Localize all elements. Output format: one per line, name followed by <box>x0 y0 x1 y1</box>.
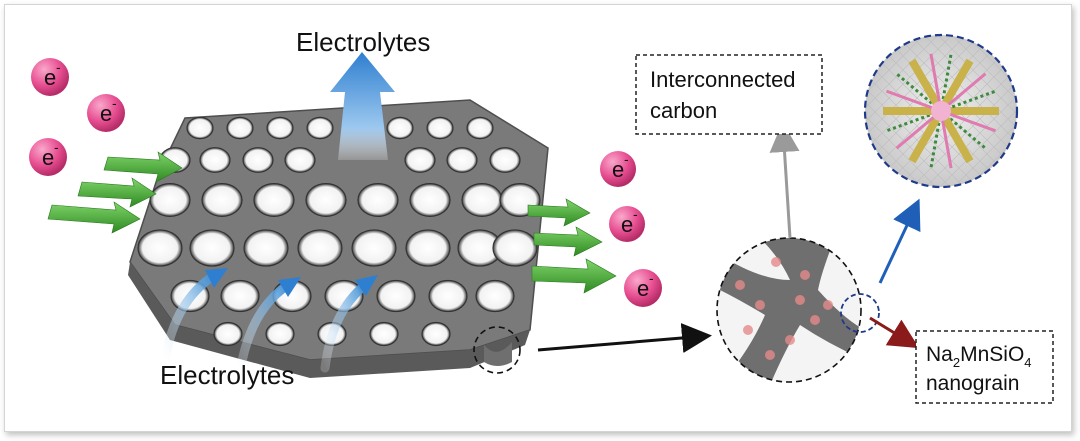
nanograin-dot <box>795 295 805 305</box>
pore-hole <box>466 116 494 140</box>
pore-hole <box>404 147 436 173</box>
formula-na: Na <box>926 343 953 366</box>
pore-hole <box>243 229 289 267</box>
electron-charge: - <box>54 139 59 155</box>
pore-hole <box>428 279 468 313</box>
pore-hole <box>357 183 399 218</box>
zoom-carbon-circle <box>716 237 862 383</box>
electrolyte-in-arrowheads <box>205 268 378 297</box>
pore-hole <box>489 147 521 173</box>
electrolytes-top-label: Electrolytes <box>296 27 430 57</box>
electron-symbol: e <box>100 101 112 126</box>
electron-right-1: e - <box>600 151 636 187</box>
formula-sub4: 4 <box>1024 355 1031 370</box>
electron-charge: - <box>633 206 638 222</box>
zoom-arrow <box>537 323 712 353</box>
pore-hole <box>475 279 515 313</box>
nanograin-dot <box>800 270 810 280</box>
nanograin-ray <box>895 72 942 113</box>
electron-left-2: e - <box>87 94 125 132</box>
nanograin-ray <box>940 89 997 113</box>
pore-hole <box>446 147 478 173</box>
nanograin-dot <box>735 280 745 290</box>
nanograin-pointer-arrow <box>878 198 921 284</box>
electron-charge: - <box>56 59 61 75</box>
electron-charge: - <box>649 270 654 286</box>
formula-label: Na2MnSiO4 nanograin <box>915 330 1054 404</box>
pore-hole <box>149 183 191 218</box>
nanograin-ray <box>939 53 953 112</box>
electron-symbol: e <box>44 65 56 90</box>
nanograin-dot <box>755 300 765 310</box>
electrolyte-in-arrows <box>160 270 370 377</box>
nanograin-dot <box>823 300 833 310</box>
pore-hole <box>253 183 295 218</box>
pore-hole <box>351 229 397 267</box>
electrolytes-bottom-label: Electrolytes <box>160 360 294 390</box>
porous-carbon-block <box>128 99 549 378</box>
electron-right-2: e - <box>609 206 645 242</box>
pore-hole <box>284 147 316 173</box>
pore-hole <box>297 229 343 267</box>
pore-hole <box>226 116 254 140</box>
pore-hole <box>220 279 260 313</box>
nanograin-dot <box>765 350 775 360</box>
electron-right-3: e - <box>624 269 662 307</box>
interconnected-line1: Interconnected <box>650 67 796 92</box>
pore-hole <box>421 321 451 347</box>
interconnected-carbon-label: Interconnected carbon <box>635 54 823 135</box>
selection-circle-small <box>473 326 521 374</box>
nanograin-detail-circle <box>863 33 1019 189</box>
pore-hole <box>186 116 214 140</box>
green-arrows-right <box>527 198 617 294</box>
formula-pointer-arrow <box>869 316 920 349</box>
pore-hole <box>369 321 399 347</box>
pore-hole <box>199 147 231 173</box>
electron-charge: - <box>624 151 629 167</box>
electrolyte-up-arrow <box>330 52 395 160</box>
pore-hole <box>189 229 235 267</box>
electron-symbol: e <box>637 276 649 301</box>
pore-hole <box>201 183 243 218</box>
electron-symbol: e <box>42 145 54 170</box>
nanograin-ray <box>929 110 943 169</box>
pore-hole <box>461 183 503 218</box>
pore-hole <box>305 183 347 218</box>
nanograin-label: nanograin <box>926 372 1019 395</box>
formula-sub2: 2 <box>953 355 960 370</box>
pore-hole <box>409 183 451 218</box>
pore-hole <box>386 116 414 140</box>
formula-mnsio: MnSiO <box>960 343 1024 366</box>
electron-symbol: e <box>621 212 633 237</box>
electron-left-3: e - <box>29 138 67 176</box>
nanograin-ray <box>885 109 942 133</box>
interconnected-line2: carbon <box>650 98 717 123</box>
pore-hole <box>137 229 183 267</box>
pore-hole <box>376 279 416 313</box>
pore-hole <box>405 229 451 267</box>
pore-hole <box>213 321 243 347</box>
electron-left-1: e - <box>31 58 69 96</box>
green-arrows-left <box>47 151 183 234</box>
pore-hole <box>265 321 295 347</box>
nanograin-dot <box>771 257 781 267</box>
pore-hole <box>426 116 454 140</box>
selection-circle-nanograin <box>840 293 880 333</box>
nanograin-dot <box>743 325 753 335</box>
nanograin-dots <box>735 257 833 360</box>
pore-hole <box>492 229 538 267</box>
pore-holes <box>137 116 541 347</box>
pore-hole <box>242 147 274 173</box>
pore-hole <box>306 116 334 140</box>
nanograin-dot <box>810 315 820 325</box>
nanograin-ray <box>940 109 987 150</box>
selection-strut <box>484 342 512 366</box>
carbon-pointer-arrow <box>769 122 800 239</box>
electron-charge: - <box>112 95 117 111</box>
electron-symbol: e <box>612 157 624 182</box>
formula-text: Na2MnSiO4 <box>926 343 1032 370</box>
nanograin-dot <box>785 335 795 345</box>
pore-hole <box>266 116 294 140</box>
